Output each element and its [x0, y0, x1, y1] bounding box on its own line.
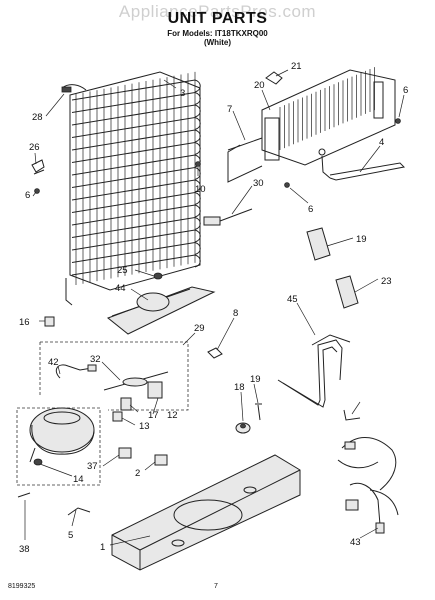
relay-part-29 [103, 371, 169, 391]
callout-23: 23 [381, 276, 392, 287]
screw-part-6-right [395, 118, 401, 124]
pad-part-23 [335, 275, 359, 309]
callout-6-right: 6 [403, 85, 408, 96]
bracket-part-26 [61, 86, 72, 93]
callout-10: 10 [195, 184, 206, 195]
callout-44: 45 [287, 294, 298, 305]
callout-37: 38 [19, 544, 30, 555]
overload-part-12 [147, 381, 163, 399]
part-2 [154, 454, 168, 466]
callout-20: 20 [254, 80, 265, 91]
clip-part-25 [31, 159, 45, 175]
callout-13: 13 [139, 421, 150, 432]
callout-29: 32 [90, 354, 101, 365]
screw-part-10 [195, 161, 201, 167]
grommet-part-8 [207, 347, 223, 359]
callout-6-mid: 6 [308, 204, 313, 215]
drain-pan [106, 272, 216, 335]
callout-4: 4 [379, 137, 384, 148]
diagram-title: UNIT PARTS [167, 10, 268, 27]
callout-5: 5 [68, 530, 73, 541]
clip-part-16 [44, 316, 55, 327]
callout-19: 19 [356, 234, 367, 245]
wire-part-38 [55, 364, 93, 379]
callout-42: 43 [350, 537, 361, 548]
callout-28: 29 [194, 323, 205, 334]
part-5 [67, 507, 91, 516]
screw-part-6-mid [284, 182, 290, 188]
doc-number: 8199325 [8, 583, 36, 590]
callout-21: 21 [291, 61, 302, 72]
screw-part-18 [255, 403, 262, 421]
color-line: (White) [203, 38, 232, 47]
callout-3: 3 [180, 88, 185, 99]
tubing-part-44 [277, 334, 351, 408]
callout-1: 1 [100, 542, 105, 553]
condenser-coil [61, 71, 201, 306]
assembly-box-14 [16, 407, 101, 486]
part-37 [17, 492, 31, 498]
assembly-box-28 [39, 341, 189, 411]
base-pan-part-1 [111, 454, 301, 571]
callout-2: 2 [135, 468, 140, 479]
callout-43: 44 [115, 283, 126, 294]
callout-24: 25 [117, 265, 128, 276]
callout-30: 30 [253, 178, 264, 189]
part-32 [118, 447, 132, 459]
overload-part-15 [120, 397, 132, 411]
grommet-part-17 [235, 422, 251, 434]
pad-part-19 [306, 227, 331, 261]
callout-32: 37 [87, 461, 98, 472]
callout-15: 17 [148, 410, 159, 421]
callout-7: 7 [227, 104, 232, 115]
callout-numbers: 28 3 26 10 6 25 44 16 20 21 7 6 4 30 6 1… [19, 61, 408, 555]
callout-16: 16 [19, 317, 30, 328]
connector-part-30 [203, 208, 253, 226]
page-number: 7 [214, 583, 218, 590]
callout-8: 8 [233, 308, 238, 319]
callout-38: 42 [48, 357, 59, 368]
callout-18: 19 [250, 374, 261, 385]
evaporator-coil [227, 67, 396, 183]
callout-17: 18 [234, 382, 245, 393]
wire-harness-part-42 [337, 437, 399, 534]
callout-6-left: 6 [25, 190, 30, 201]
callout-14: 14 [73, 474, 84, 485]
leader-lines [24, 69, 405, 546]
part-13 [112, 411, 123, 422]
drain-tube-part-4 [318, 148, 406, 181]
watermark: AppliancePartsPros.com [118, 2, 317, 21]
part-45 [343, 409, 361, 421]
compressor [29, 407, 95, 466]
models-line: For Models: IT18TKXRQ00 [167, 29, 268, 38]
callout-26: 28 [32, 112, 43, 123]
callout-25: 26 [29, 142, 40, 153]
clip-part-21 [265, 71, 283, 85]
callout-12: 12 [167, 410, 178, 421]
